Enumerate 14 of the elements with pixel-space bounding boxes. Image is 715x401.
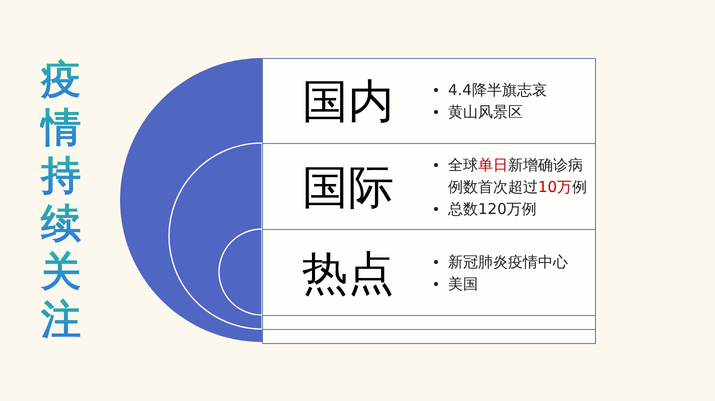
bullet-text: 美国 bbox=[448, 274, 478, 294]
bullet-text: 黄山风景区 bbox=[448, 102, 523, 123]
row-heading: 国际 bbox=[302, 160, 394, 212]
bullet-text: 全球单日新增确诊病例数首次超过10万例 bbox=[448, 154, 588, 198]
row-box bbox=[262, 229, 596, 316]
row-box bbox=[262, 58, 596, 144]
bullet-text: 总数120万例 bbox=[448, 198, 537, 220]
empty-row-box bbox=[262, 315, 596, 330]
bullet-text: 4.4降半旗志哀 bbox=[448, 80, 547, 101]
empty-row-box bbox=[262, 329, 596, 344]
row-box bbox=[262, 143, 596, 230]
row-heading: 热点 bbox=[302, 246, 394, 298]
row-heading: 国内 bbox=[302, 75, 394, 127]
bullet-text: 新冠肺炎疫情中心 bbox=[448, 252, 568, 272]
